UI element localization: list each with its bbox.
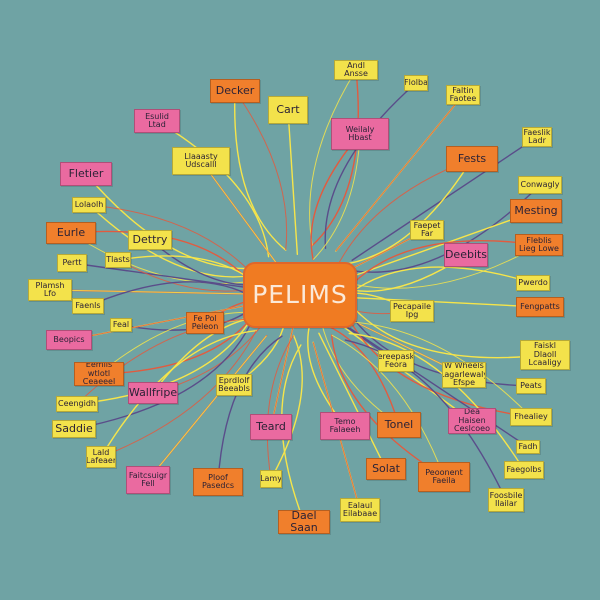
- node-decker[interactable]: Decker: [210, 79, 260, 103]
- node-fhealiey[interactable]: Fhealiey: [510, 408, 552, 426]
- connector-line: [318, 332, 387, 470]
- central-node[interactable]: PELIMS: [243, 262, 357, 328]
- node-andl-ansse[interactable]: Andl Ansse: [334, 60, 378, 80]
- node-wallfripe[interactable]: Wallfripe: [128, 382, 178, 404]
- node-lald-lafeaer[interactable]: Lald Lafeaer: [86, 446, 116, 468]
- node-peoonent-faeila[interactable]: Peoonent Faeila: [418, 462, 470, 492]
- node-dael-saan[interactable]: Dael Saan: [278, 510, 330, 534]
- connector-line: [87, 281, 255, 307]
- connector-line: [70, 230, 251, 283]
- node-dea-haisen[interactable]: Dea Haisen Ceslcoeo: [448, 408, 496, 434]
- node-faltin-faotee[interactable]: Faltin Faotee: [446, 85, 480, 105]
- node-faepet-far[interactable]: Faepet Far: [410, 220, 444, 240]
- connector-line: [324, 82, 417, 250]
- node-peats[interactable]: Peats: [516, 378, 546, 394]
- node-lolaolh[interactable]: Lolaolh: [72, 197, 106, 213]
- node-esulid-ltad[interactable]: Esulid Ltad: [134, 109, 180, 133]
- node-pereepaske-feora[interactable]: Pereepaske Feora: [378, 350, 414, 372]
- connector-line: [266, 335, 295, 480]
- node-faitcsuigr-fell[interactable]: Faitcsuigr Fell: [126, 466, 170, 494]
- connector-line: [352, 244, 540, 289]
- node-ploof-pasedcs[interactable]: Ploof Pasedcs: [193, 468, 243, 496]
- connector-line: [312, 133, 361, 260]
- node-fengpatts[interactable]: Fengpatts: [516, 297, 564, 317]
- connector-line: [350, 321, 532, 418]
- connector-line: [100, 330, 257, 458]
- connector-line: [311, 69, 359, 247]
- node-conwagly[interactable]: Conwagly: [518, 176, 562, 194]
- connector-line: [337, 158, 473, 266]
- connector-line: [352, 296, 541, 308]
- node-faeslik-ladr[interactable]: Faeslik Ladr: [522, 127, 552, 147]
- connector-line: [76, 318, 252, 405]
- node-cart[interactable]: Cart: [268, 96, 308, 124]
- connector-line: [200, 160, 279, 266]
- node-fletier[interactable]: Fletier: [60, 162, 112, 186]
- node-eurle[interactable]: Eurle: [46, 222, 96, 244]
- node-feal[interactable]: Feal: [110, 318, 132, 332]
- node-fleblis-lieg-lowe[interactable]: Fleblis Lieg Lowe: [515, 234, 563, 256]
- connector-line: [353, 307, 546, 359]
- connector-line: [350, 314, 532, 387]
- node-temo-falaeeh[interactable]: Temo Falaeeh: [320, 412, 370, 440]
- connector-line: [234, 90, 288, 251]
- node-eprdlolf-beeabls[interactable]: Eprdlolf Beeabls: [216, 374, 252, 396]
- connector-line: [156, 120, 270, 258]
- node-ceengidh[interactable]: Ceengidh: [56, 396, 98, 412]
- connector-line: [335, 94, 464, 252]
- connector-line: [351, 136, 538, 261]
- connector-line: [348, 332, 525, 471]
- node-lamy[interactable]: Lamy: [260, 470, 282, 488]
- node-faegolbs[interactable]: Faegolbs: [504, 461, 544, 479]
- node-saddie[interactable]: Saddie: [52, 420, 96, 438]
- connector-line: [98, 311, 256, 375]
- node-faenls[interactable]: Faenls: [72, 298, 104, 314]
- connector-line: [98, 311, 257, 375]
- connector-line: [287, 109, 299, 255]
- connector-line: [330, 334, 445, 478]
- node-deebits[interactable]: Deebits: [444, 243, 488, 267]
- node-ealaul-eilabaae[interactable]: Ealaul Eilabaae: [340, 498, 380, 522]
- connector-line: [68, 304, 250, 341]
- connector-line: [71, 262, 251, 289]
- connector-line: [309, 69, 357, 246]
- node-flolba[interactable]: Flolba: [404, 75, 428, 91]
- node-tlasts[interactable]: Tlasts: [105, 252, 131, 268]
- node-fests[interactable]: Fests: [446, 146, 498, 172]
- node-eemlis-wtlotl[interactable]: Eemlis wtlotl Ceaeeel: [74, 362, 124, 386]
- node-weilaly-hbast[interactable]: Weilaly Hbast: [331, 118, 389, 150]
- node-faiskl-dlaoll[interactable]: Faiskl Dlaoll Lcaaligy: [520, 340, 570, 370]
- node-plamsh-lfo[interactable]: Plamsh Lfo: [28, 279, 72, 301]
- node-pwerdo[interactable]: Pwerdo: [516, 275, 550, 291]
- connector-line: [350, 266, 534, 294]
- connector-line: [100, 329, 257, 458]
- node-pecapaile-ipg[interactable]: Pecapaile Ipg: [390, 300, 434, 322]
- node-teard[interactable]: Teard: [250, 414, 292, 440]
- node-w-wheels[interactable]: W Wheels Lagarlewaly Efspe: [442, 362, 486, 388]
- connector-line: [351, 240, 540, 285]
- node-llaaasty[interactable]: Llaaasty Udscalll: [172, 147, 230, 175]
- node-pertt[interactable]: Pertt: [57, 254, 87, 272]
- node-fe-pol-peleon[interactable]: Fe Pol Peleon: [186, 312, 224, 334]
- connector-line: [147, 335, 267, 481]
- node-beopics[interactable]: Beopics: [46, 330, 92, 350]
- node-foosbile-ilailar[interactable]: Foosbile Ilailar: [488, 488, 524, 512]
- node-solat[interactable]: Solat: [366, 458, 406, 480]
- connector-line: [344, 339, 507, 501]
- connector-line: [233, 90, 287, 251]
- connector-line: [73, 323, 251, 430]
- node-fadh[interactable]: Fadh: [516, 440, 540, 454]
- connector-line: [88, 204, 255, 278]
- node-dettry[interactable]: Dettry: [128, 230, 172, 250]
- connector-line: [331, 334, 445, 478]
- node-tonel[interactable]: Tonel: [377, 412, 421, 438]
- connector-line: [49, 289, 246, 295]
- node-mesting[interactable]: Mesting: [510, 199, 562, 223]
- connector-line: [350, 321, 532, 418]
- connector-line: [349, 327, 529, 448]
- connector-line: [321, 322, 400, 426]
- connector-line: [88, 204, 254, 276]
